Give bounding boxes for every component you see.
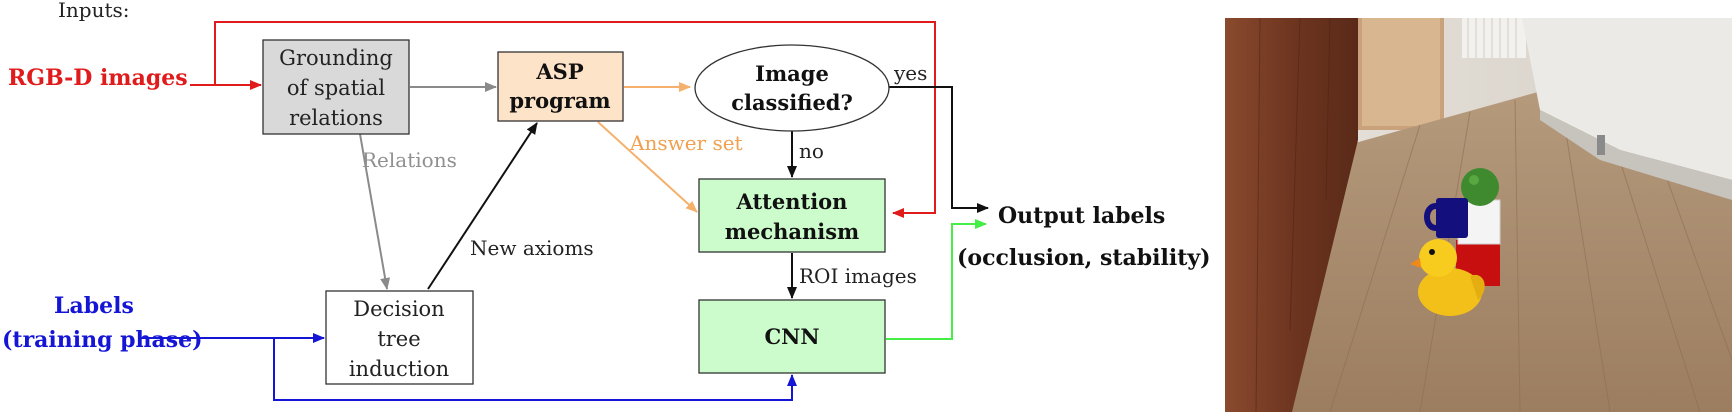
grounding-line-3: relations [289, 106, 383, 130]
output-labels-subtitle: (occlusion, stability) [957, 245, 1211, 271]
relations-edge-label: Relations [362, 148, 457, 172]
edge-classified-to-output [888, 86, 989, 213]
training-phase-label: (training phase) [2, 327, 203, 353]
node-grounding: Grounding of spatial relations [262, 39, 410, 135]
decision-line-3: induction [349, 357, 449, 381]
new-axioms-edge-label: New axioms [470, 236, 594, 260]
node-cnn: CNN [698, 299, 886, 374]
no-edge-label: no [799, 139, 824, 163]
rgbd-input-label: RGB-D images [8, 65, 188, 91]
roi-images-edge-label: ROI images [799, 264, 917, 288]
labels-input-label: Labels [54, 293, 134, 319]
node-asp-program: ASP program [497, 51, 624, 122]
asp-line-1: ASP [535, 59, 583, 84]
answer-set-edge-label: Answer set [629, 131, 743, 155]
scene-photo [1225, 18, 1732, 412]
decision-line-1: Decision [353, 297, 444, 321]
mug-icon [1424, 198, 1468, 238]
edge-cnn-to-output [886, 219, 987, 340]
node-attention-mechanism: Attention mechanism [698, 178, 886, 253]
edge-rgbd-to-attention [214, 21, 936, 218]
asp-line-2: program [509, 88, 610, 113]
duck-icon [1410, 239, 1485, 316]
edge-decision-tree-to-asp [427, 122, 538, 290]
attention-line-1: Attention [736, 189, 848, 214]
edge-grounding-to-decision-tree [359, 133, 391, 290]
edge-labels-to-cnn [273, 338, 797, 401]
grounding-line-1: Grounding [279, 46, 393, 70]
cnn-label: CNN [764, 324, 819, 349]
decision-line-2: tree [377, 327, 420, 351]
classified-line-2: classified? [731, 90, 853, 115]
output-labels-title: Output labels [998, 203, 1165, 229]
attention-line-2: mechanism [725, 219, 860, 244]
node-decision-tree: Decision tree induction [325, 290, 474, 385]
inputs-heading: Inputs: [58, 0, 130, 22]
yes-edge-label: yes [893, 61, 927, 85]
edge-asp-to-attention [597, 121, 698, 213]
node-image-classified: Image classified? [694, 44, 890, 132]
grounding-line-2: of spatial [287, 76, 386, 100]
classified-line-1: Image [755, 61, 829, 86]
